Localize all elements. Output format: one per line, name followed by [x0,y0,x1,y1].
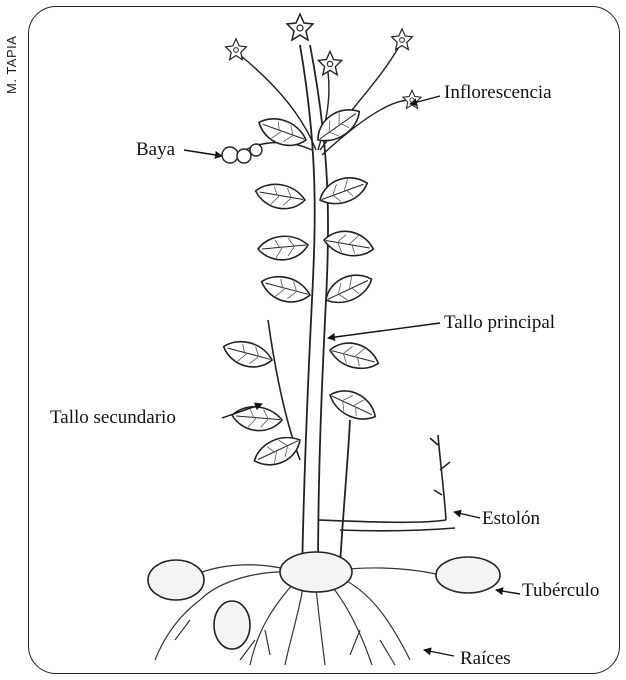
label-baya: Baya [136,140,175,159]
berries [222,144,262,163]
label-estolon: Estolón [482,509,540,528]
label-tuberculo: Tubérculo [522,581,599,600]
arrow-raices [424,650,454,656]
tubers [148,552,500,649]
label-tallo-principal: Tallo principal [444,313,555,332]
arrow-baya [184,150,222,156]
arrow-tuberculo [496,590,520,594]
label-inflorescencia: Inflorescencia [444,83,552,102]
flowers [226,14,422,108]
arrow-tallo-principal [328,323,440,338]
arrow-estolon [454,512,480,518]
label-tallo-secundario: Tallo secundario [50,408,176,427]
stolons [318,435,455,531]
label-raices: Raíces [460,649,511,668]
